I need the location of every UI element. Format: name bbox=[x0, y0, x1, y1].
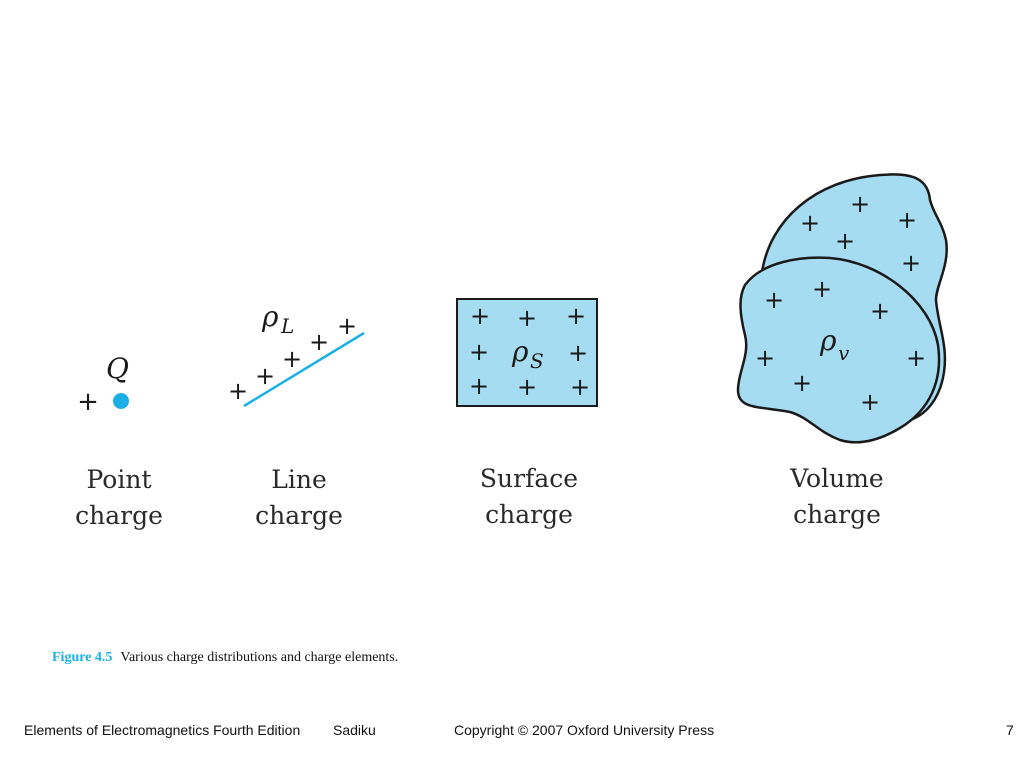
plus-sign: + bbox=[77, 387, 99, 417]
footer-book-title: Elements of Electromagnetics Fourth Edit… bbox=[24, 722, 301, 738]
surface-plus-2: + bbox=[517, 304, 537, 332]
surface-plus-6: + bbox=[469, 372, 489, 400]
volume-plus-8: + bbox=[870, 297, 890, 325]
surface-charge-rho: ρ bbox=[511, 335, 529, 368]
point-caption-line-1: Point bbox=[86, 465, 152, 494]
line-plus-5: + bbox=[337, 312, 357, 340]
surface-caption-line-2: charge bbox=[485, 500, 573, 529]
line-caption-line-2: charge bbox=[255, 501, 343, 530]
point-charge-figure: + Q bbox=[77, 352, 129, 417]
footer-copyright: Copyright © 2007 Oxford University Press bbox=[454, 722, 715, 738]
figure-label: Figure 4.5 bbox=[52, 650, 113, 665]
volume-charge-figure: + + + + + + + + + + + + ρ v bbox=[736, 173, 948, 444]
volume-caption-line-1: Volume bbox=[790, 464, 884, 493]
point-charge-dot bbox=[113, 393, 129, 409]
volume-caption-line-2: charge bbox=[793, 500, 881, 529]
volume-charge-front-lobe bbox=[736, 256, 941, 444]
volume-plus-5: + bbox=[901, 249, 921, 277]
surface-caption-line-1: Surface bbox=[479, 464, 579, 493]
surface-plus-3: + bbox=[566, 302, 586, 330]
surface-charge-rect bbox=[456, 298, 598, 407]
figure-caption: Figure 4.5 Various charge distributions a… bbox=[52, 650, 398, 666]
volume-plus-3: + bbox=[897, 206, 917, 234]
line-plus-1: + bbox=[228, 377, 248, 405]
line-plus-2: + bbox=[255, 362, 275, 390]
volume-plus-9: + bbox=[755, 344, 775, 372]
surface-plus-8: + bbox=[570, 373, 590, 401]
volume-charge-subscript: v bbox=[838, 341, 850, 365]
point-charge-symbol: Q bbox=[106, 352, 129, 385]
figure-caption-text: Various charge distributions and charge … bbox=[120, 650, 399, 665]
line-charge-segment bbox=[243, 331, 365, 408]
volume-plus-6: + bbox=[812, 275, 832, 303]
surface-charge-figure: + + + + + + + + ρ S bbox=[456, 298, 598, 407]
line-charge-figure: ρ L + + + + + bbox=[228, 300, 365, 408]
volume-plus-11: + bbox=[792, 369, 812, 397]
surface-plus-4: + bbox=[469, 338, 489, 366]
volume-plus-1: + bbox=[800, 209, 820, 237]
line-plus-4: + bbox=[309, 328, 329, 356]
surface-charge-subscript: S bbox=[530, 349, 544, 373]
volume-charge-rho: ρ bbox=[819, 324, 837, 357]
slide-footer: Elements of Electromagnetics Fourth Edit… bbox=[0, 722, 1024, 742]
surface-plus-5: + bbox=[568, 339, 588, 367]
surface-plus-1: + bbox=[470, 302, 490, 330]
volume-plus-12: + bbox=[860, 388, 880, 416]
volume-plus-4: + bbox=[835, 227, 855, 255]
point-caption-line-2: charge bbox=[75, 501, 163, 530]
volume-plus-7: + bbox=[764, 286, 784, 314]
volume-plus-10: + bbox=[906, 344, 926, 372]
line-charge-subscript: L bbox=[280, 314, 294, 338]
footer-author: Sadiku bbox=[333, 722, 376, 738]
volume-plus-2: + bbox=[850, 190, 870, 218]
footer-page-number: 7 bbox=[1006, 722, 1014, 738]
surface-plus-7: + bbox=[517, 373, 537, 401]
line-plus-3: + bbox=[282, 345, 302, 373]
line-caption-line-1: Line bbox=[271, 465, 327, 494]
line-charge-rho: ρ bbox=[261, 300, 279, 333]
